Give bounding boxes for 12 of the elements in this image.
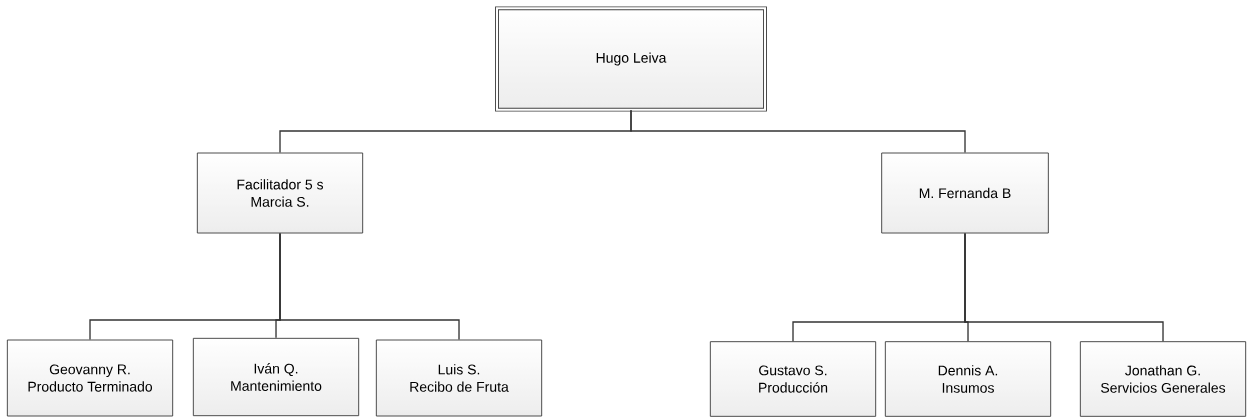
org-box: Geovanny R. Producto Terminado bbox=[6, 339, 174, 417]
org-box: Luis S. Recibo de Fruta bbox=[375, 339, 543, 417]
org-box: Hugo Leiva bbox=[495, 6, 767, 112]
org-box: Jonathan G. Servicios Generales bbox=[1079, 341, 1247, 417]
org-box: Gustavo S. Producción bbox=[709, 341, 877, 417]
connector-line bbox=[279, 232, 460, 341]
connector-line bbox=[630, 109, 966, 154]
org-box: Iván Q. Mantenimiento bbox=[192, 337, 360, 417]
connector-line bbox=[964, 232, 1164, 342]
org-box: Facilitador 5 s Marcia S. bbox=[196, 152, 364, 234]
org-box: M. Fernanda B bbox=[881, 152, 1049, 234]
org-box: Dennis A. Insumos bbox=[884, 341, 1052, 417]
